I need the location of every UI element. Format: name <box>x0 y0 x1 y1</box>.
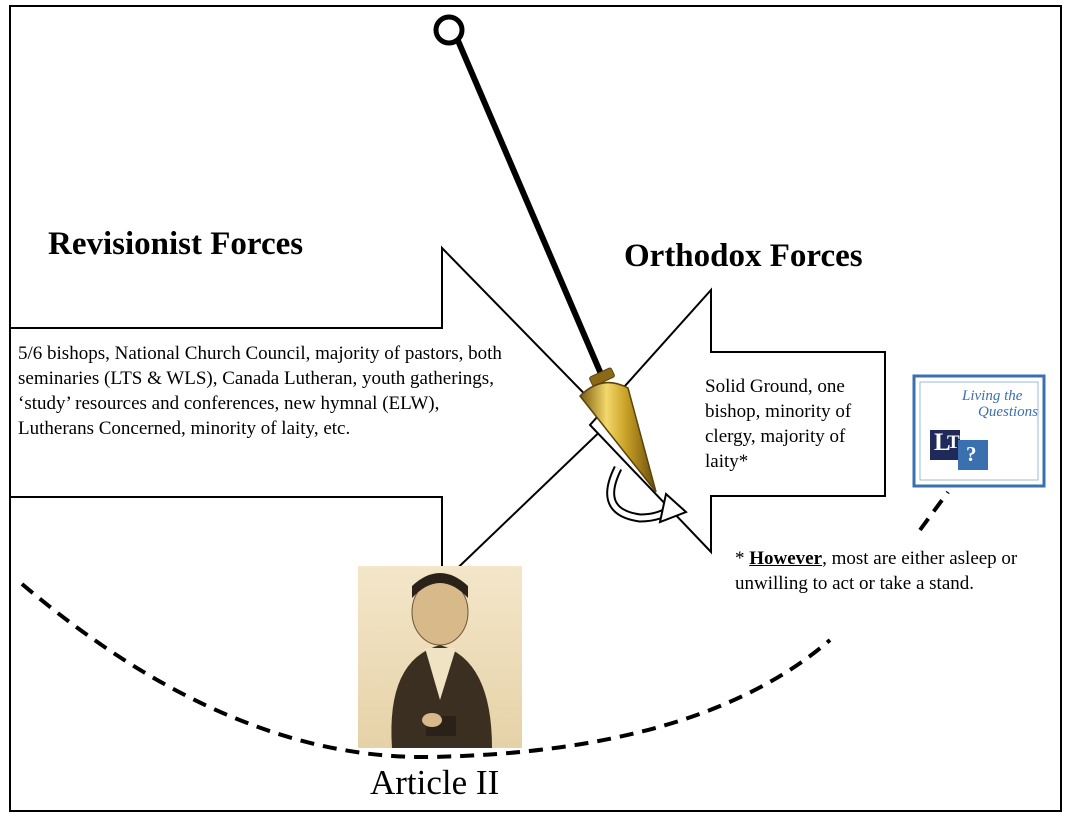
logo-line1: Living the <box>962 388 1023 404</box>
orthodox-heading: Orthodox Forces <box>624 238 863 274</box>
logo-mark-t: T <box>947 432 960 453</box>
swing-arc-dashed-right <box>918 490 950 532</box>
revisionist-forces-list: 5/6 bishops, National Church Council, ma… <box>18 343 502 439</box>
plumb-bob-icon <box>578 367 657 493</box>
living-the-questions-logo <box>912 374 1046 488</box>
orthodox-arrow <box>588 287 886 555</box>
orthodox-forces-list: Solid Ground, one bishop, minority of cl… <box>705 376 852 472</box>
swing-direction-arrow-icon <box>606 465 688 524</box>
note-rest: , most are either asleep or unwilling to… <box>735 548 1018 594</box>
revisionist-heading: Revisionist Forces <box>48 226 304 262</box>
logo-mark-q: ? <box>966 442 977 466</box>
revisionist-arrow <box>9 245 613 586</box>
logo-mark-l: L <box>934 429 951 456</box>
swing-arc-dashed <box>20 582 832 760</box>
pendulum-string <box>453 34 604 376</box>
martin-luther-portrait <box>358 566 522 748</box>
pendulum-pivot <box>433 14 465 46</box>
logo-line2: Questions <box>978 404 1038 420</box>
note-emphasis: However <box>749 548 823 569</box>
however-note: * However, most are either asleep or unw… <box>735 546 1035 596</box>
article-ii-caption: Article II <box>370 763 500 802</box>
note-prefix: * <box>735 548 750 569</box>
